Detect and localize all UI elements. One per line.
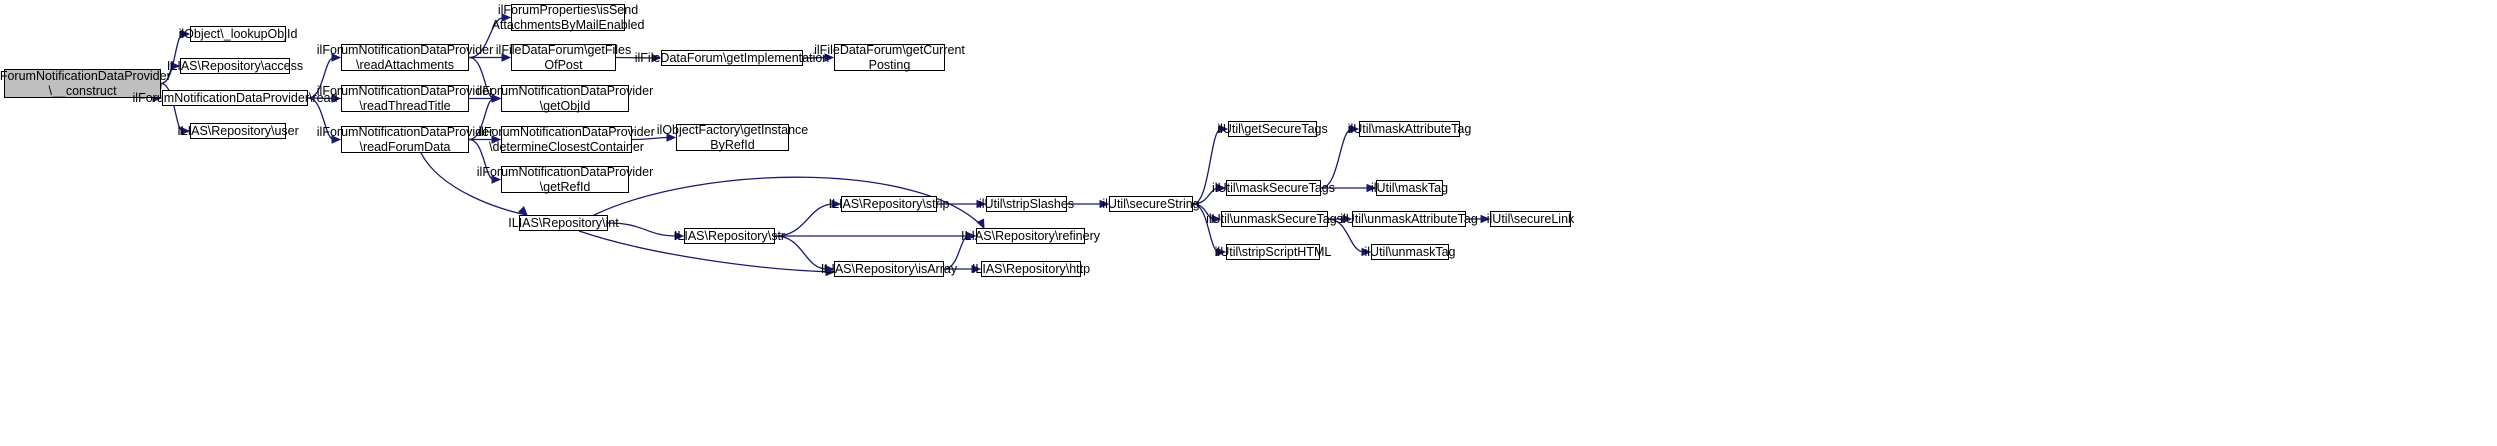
node-determine-closest-container[interactable]: ilForumNotificationDataProvider \determi… bbox=[478, 124, 655, 154]
node-get-obj-id[interactable]: ilForumNotificationDataProvider \getObjI… bbox=[476, 83, 654, 113]
node-mask-secure-tags[interactable]: ilUtil\maskSecureTags bbox=[1212, 180, 1335, 196]
edge-repoInt-to-repoStr bbox=[607, 222, 678, 237]
edge-arrowhead bbox=[501, 53, 512, 62]
node-mask-attribute-tag[interactable]: ilUtil\maskAttributeTag bbox=[1347, 121, 1472, 137]
edge-arrowhead bbox=[1342, 214, 1353, 224]
node-repository-user[interactable]: ILIAS\Repository\user bbox=[177, 123, 299, 139]
edge-read-to-readForumData bbox=[307, 97, 335, 141]
edge-arrowhead bbox=[1218, 124, 1229, 134]
node-repository-is-array[interactable]: ILIAS\Repository\isArray bbox=[820, 261, 958, 277]
edge-arrowhead bbox=[674, 231, 685, 241]
node-strip-slashes[interactable]: ilUtil\stripSlashes bbox=[978, 196, 1075, 212]
edge-arrowhead bbox=[331, 94, 342, 103]
edge-arrowhead bbox=[976, 199, 987, 209]
node-repository-refinery[interactable]: ILIAS\Repository\refinery bbox=[961, 228, 1100, 244]
edge-secureString-to-getSecureTags bbox=[1192, 128, 1222, 205]
node-read[interactable]: ilForumNotificationDataProvider\read bbox=[132, 90, 338, 106]
node-unmask-attribute-tag[interactable]: ilUtil\unmaskAttributeTag bbox=[1340, 211, 1478, 227]
edge-arrowhead bbox=[491, 135, 502, 144]
edge-arrowhead bbox=[1211, 214, 1222, 224]
node-repository-int[interactable]: ILIAS\Repository\int bbox=[508, 215, 619, 231]
edge-arrowhead bbox=[1361, 247, 1372, 257]
edge-arrowhead bbox=[1099, 199, 1110, 209]
node-unmask-secure-tags[interactable]: ilUtil\unmaskSecureTags bbox=[1206, 211, 1343, 227]
node-lookup-obj-id[interactable]: ilObject\_lookupObjId bbox=[178, 26, 298, 42]
edge-arrowhead bbox=[831, 199, 842, 209]
edge-maskSecureTags-to-maskAttributeTag bbox=[1320, 128, 1353, 189]
edge-arrowhead bbox=[824, 264, 835, 274]
edge-arrowhead bbox=[966, 231, 977, 241]
edge-repoStr-to-repoIsArray bbox=[774, 235, 828, 270]
node-unmask-tag[interactable]: ilUtil\unmaskTag bbox=[1364, 244, 1456, 260]
edge-arrowhead bbox=[1216, 247, 1227, 257]
edge-arrowhead bbox=[651, 53, 662, 63]
edge-arrowhead bbox=[180, 126, 191, 136]
node-read-attachments[interactable]: ilForumNotificationDataProvider \readAtt… bbox=[316, 42, 494, 72]
edge-read-to-readAttachments bbox=[307, 56, 335, 99]
node-mask-tag[interactable]: ilUtil\maskTag bbox=[1370, 180, 1449, 196]
node-read-forum-data[interactable]: ilForumNotificationDataProvider \readFor… bbox=[316, 124, 494, 154]
edge-arrowhead bbox=[1366, 183, 1377, 193]
edge-arrowhead bbox=[517, 205, 528, 216]
edge-arrowhead bbox=[824, 53, 835, 62]
node-get-instance-by-ref-id[interactable]: ilObjectFactory\getInstance ByRefId bbox=[656, 122, 809, 152]
node-repository-http[interactable]: ILIAS\Repository\http bbox=[971, 261, 1091, 277]
edge-arrowhead bbox=[180, 29, 191, 39]
edge-arrowhead bbox=[501, 13, 512, 22]
edge-arrowhead bbox=[1349, 124, 1360, 134]
edge-arrowhead bbox=[331, 135, 342, 144]
edge-arrowhead bbox=[170, 61, 181, 71]
node-secure-string[interactable]: ilUtil\secureString bbox=[1102, 196, 1200, 212]
node-get-current-posting[interactable]: ilFileDataForum\getCurrent Posting bbox=[814, 42, 965, 72]
edge-repoStr-to-repoStrip bbox=[774, 203, 835, 237]
node-construct: ilForumNotificationDataProvider \__const… bbox=[0, 68, 171, 98]
edge-repoInt-to-repoIsArray bbox=[578, 230, 835, 273]
edge-readAttachments-to-isSendAttachments bbox=[468, 16, 505, 59]
edge-readForumData-to-repoInt bbox=[420, 152, 528, 216]
node-secure-link[interactable]: ilUtil\secureLink bbox=[1486, 211, 1575, 227]
edge-secureString-to-stripScriptHTML bbox=[1192, 203, 1220, 253]
edge-arrowhead bbox=[1216, 183, 1227, 193]
node-get-implementation[interactable]: ilFileDataForum\getImplementation bbox=[634, 50, 830, 66]
node-get-files-of-post[interactable]: ilFileDataForum\getFiles OfPost bbox=[495, 42, 632, 72]
node-strip-script-html[interactable]: ilUtil\stripScriptHTML bbox=[1214, 244, 1332, 260]
node-is-send-attachments[interactable]: ilForumProperties\isSend AttachmentsByMa… bbox=[491, 2, 645, 32]
node-repository-str[interactable]: ILIAS\Repository\str bbox=[673, 228, 786, 244]
edge-arrowhead bbox=[331, 53, 342, 62]
edge-arrowhead bbox=[491, 94, 502, 103]
node-repository-access[interactable]: ILIAS\Repository\access bbox=[166, 58, 304, 74]
node-read-thread-title[interactable]: ilForumNotificationDataProvider \readThr… bbox=[316, 83, 494, 113]
edge-unmaskSecureTags-to-unmaskTag bbox=[1327, 218, 1365, 253]
edge-getFilesOfPost-to-getImplementation bbox=[615, 56, 655, 59]
edge-arrowhead bbox=[666, 133, 677, 142]
node-get-ref-id[interactable]: ilForumNotificationDataProvider \getRefI… bbox=[476, 164, 654, 194]
edge-determineClosestContainer-to-getInstanceByRefId bbox=[631, 136, 670, 141]
edge-arrowhead bbox=[1480, 214, 1491, 224]
node-get-secure-tags[interactable]: ilUtil\getSecureTags bbox=[1217, 121, 1328, 137]
edge-arrowhead bbox=[976, 218, 985, 230]
edge-arrowhead bbox=[491, 175, 502, 184]
edge-arrowhead bbox=[971, 264, 982, 274]
node-repository-strip[interactable]: ILIAS\Repository\strip bbox=[828, 196, 950, 212]
